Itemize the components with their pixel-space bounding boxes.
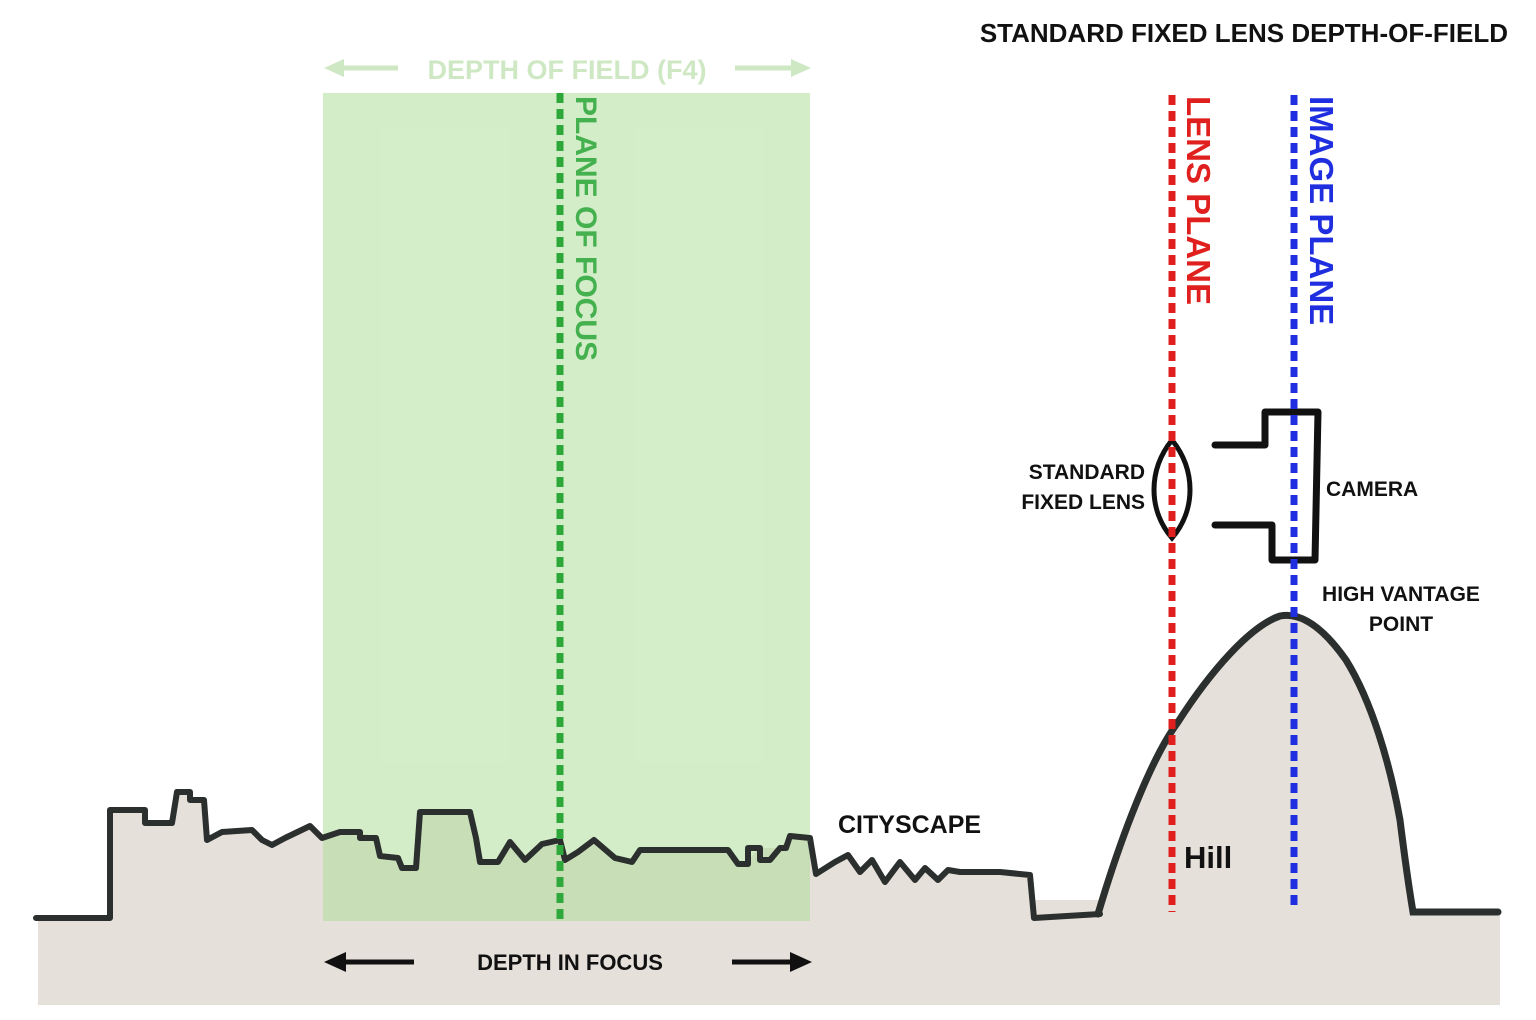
vantage-label-line1: HIGH VANTAGE	[1322, 583, 1480, 606]
lens-label-line1: STANDARD	[1029, 461, 1145, 484]
depth-of-field-arrows	[324, 59, 811, 77]
lens-plane-label: LENS PLANE	[1180, 96, 1217, 305]
depth-in-focus-arrows	[324, 952, 812, 972]
plane-of-focus-label: PLANE OF FOCUS	[569, 96, 602, 361]
hill-outline	[1094, 611, 1502, 918]
diagram-title: STANDARD FIXED LENS DEPTH-OF-FIELD	[980, 18, 1508, 48]
hill-fill	[1100, 614, 1413, 912]
camera-label: CAMERA	[1326, 478, 1418, 501]
camera-body	[1211, 408, 1322, 564]
depth-in-focus-label: DEPTH IN FOCUS	[477, 950, 663, 975]
depth-of-field-zone	[323, 93, 810, 921]
image-plane-label: IMAGE PLANE	[1303, 96, 1340, 325]
hill-label: Hill	[1184, 840, 1232, 875]
vantage-label-line2: POINT	[1369, 613, 1433, 636]
lens-label-line2: FIXED LENS	[1021, 491, 1145, 514]
ground-fill	[38, 900, 1500, 1005]
depth-of-field-label: DEPTH OF FIELD (F4)	[428, 55, 707, 85]
cityscape-outline	[33, 789, 1103, 921]
cityscape-label: CITYSCAPE	[838, 811, 981, 839]
lens-icon	[1151, 435, 1193, 542]
